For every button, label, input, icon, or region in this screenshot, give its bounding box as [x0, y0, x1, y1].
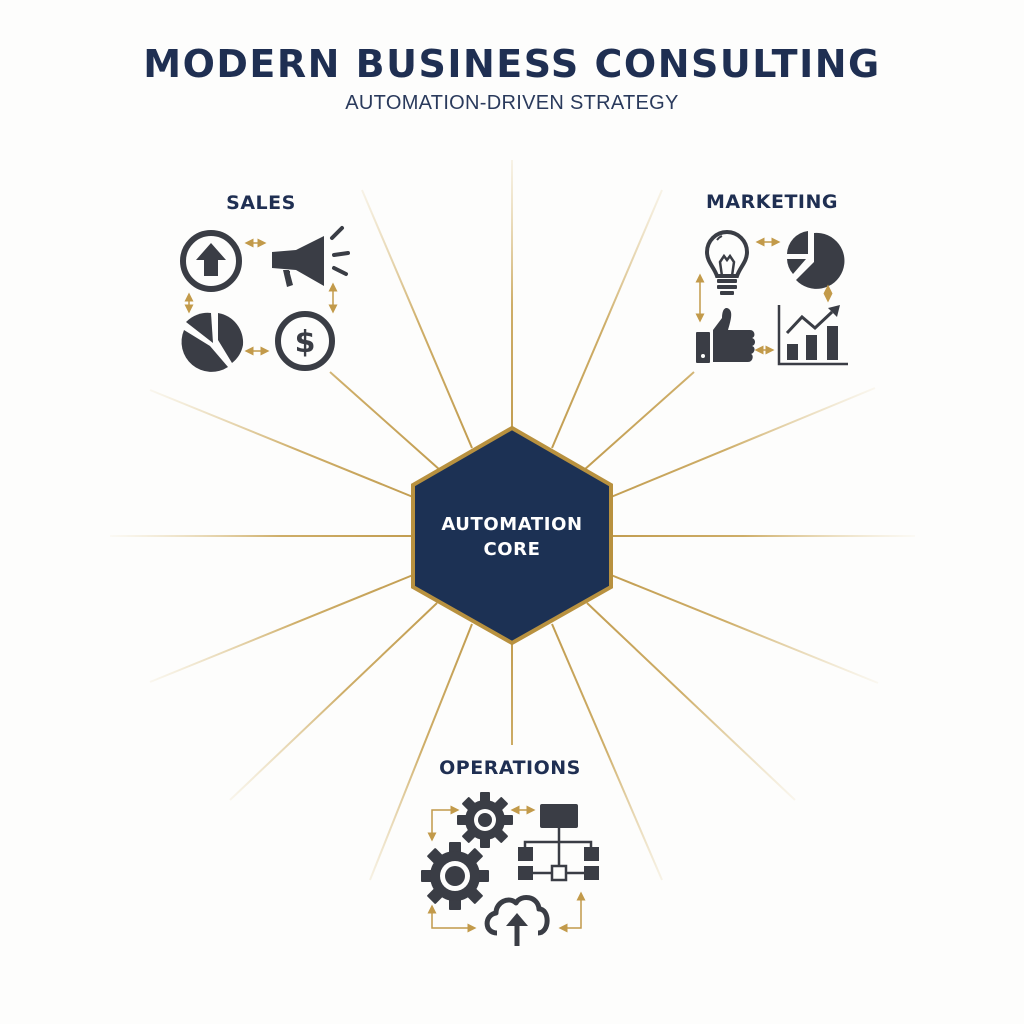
bar-chart-growth-icon	[777, 305, 848, 366]
gear-icon	[421, 842, 489, 910]
connector-rays	[110, 160, 915, 881]
ray-wsw	[149, 574, 414, 683]
cloud-upload-icon	[484, 895, 550, 946]
megaphone-icon	[272, 226, 350, 287]
page-title: MODERN BUSINESS CONSULTING	[143, 42, 881, 86]
dollar-circle-icon: $	[275, 311, 335, 371]
ray-nne	[551, 189, 663, 449]
thumbs-up-icon	[696, 308, 755, 363]
gear-icon	[457, 792, 513, 848]
automation-core-label: AUTOMATION CORE	[413, 512, 611, 562]
ray-ssw	[369, 623, 473, 881]
arrow-up-circle-icon	[180, 230, 242, 292]
ray-nw	[329, 371, 441, 471]
ray-ne	[583, 371, 695, 471]
org-chart-icon	[518, 804, 599, 882]
automation-core-hexagon	[411, 425, 613, 646]
page-subtitle: AUTOMATION-DRIVEN STRATEGY	[345, 92, 679, 114]
elbow-arrow	[558, 891, 586, 933]
core-label-line1: AUTOMATION	[441, 514, 583, 535]
svg-text:$: $	[295, 325, 316, 360]
section-label-marketing: MARKETING	[706, 191, 838, 213]
elbow-arrow	[427, 805, 460, 842]
elbow-arrow	[427, 904, 477, 933]
section-label-sales: SALES	[226, 192, 296, 214]
ray-se	[586, 602, 796, 801]
section-label-operations: OPERATIONS	[439, 757, 581, 779]
ray-nnw	[361, 189, 473, 449]
ray-sse	[551, 623, 663, 881]
pie-chart-icon	[787, 231, 845, 289]
pie-chart-icon	[181, 312, 244, 372]
ray-ene	[610, 387, 876, 498]
core-label-line2: CORE	[483, 539, 541, 560]
ray-wnw	[149, 389, 414, 498]
ray-ese	[610, 574, 879, 684]
ray-sw	[229, 602, 438, 801]
lightbulb-icon	[704, 229, 750, 295]
operations-icon-group	[421, 792, 599, 946]
sales-icon-group: $	[180, 226, 350, 372]
marketing-icon-group	[695, 229, 848, 366]
